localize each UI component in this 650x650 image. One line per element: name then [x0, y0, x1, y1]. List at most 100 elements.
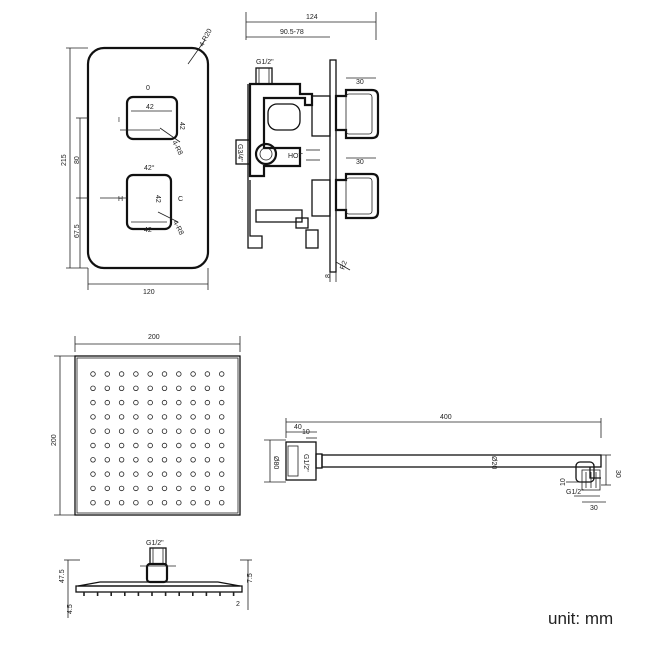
nozzle — [118, 385, 125, 391]
nozzle — [133, 414, 139, 420]
nozzle — [90, 399, 96, 406]
nozzle — [118, 457, 125, 463]
nozzle — [104, 371, 110, 377]
nozzle — [104, 385, 110, 391]
arm-thread-label: G1/2" — [302, 454, 309, 472]
flow-on-symbol: I — [118, 117, 120, 124]
nozzle — [133, 371, 139, 377]
nozzle — [190, 428, 196, 434]
nozzle — [104, 485, 110, 492]
flow-off-label: 0 — [146, 85, 150, 92]
nozzle — [176, 471, 182, 477]
angle-label: 42° — [144, 164, 155, 172]
nozzle — [161, 500, 168, 506]
nozzle — [104, 399, 110, 406]
nozzle — [147, 442, 153, 449]
nozzle — [204, 399, 211, 406]
lower-handle — [125, 173, 173, 231]
nozzle — [176, 414, 182, 420]
nozzle — [218, 399, 225, 406]
nozzle — [118, 442, 125, 449]
valve-height-label: 215 — [61, 154, 68, 166]
total-depth-label: 124 — [306, 14, 318, 21]
nozzle — [218, 414, 225, 420]
valve-faceplate — [86, 46, 210, 270]
showerhead-side-view: G1/2" 47.5 4.5 7.5 2 — [59, 540, 254, 618]
nozzle — [133, 471, 139, 477]
nozzle — [133, 428, 139, 434]
nozzle — [90, 371, 96, 377]
cold-side-label: C — [178, 196, 183, 203]
tube-dia-label: Ø20 — [490, 456, 497, 469]
nozzle — [104, 414, 110, 420]
depth-range-label: 90.5-78 — [280, 29, 304, 36]
nozzle — [176, 399, 182, 406]
nozzle — [190, 500, 196, 506]
nozzle — [218, 485, 225, 492]
lower-offset-label: 67.5 — [74, 224, 81, 238]
valve-width-label: 120 — [143, 289, 155, 296]
valve-side-view: 124 90.5-78 G1/2" G3/4" HOT 8 R2 — [235, 12, 380, 282]
hot-port-label: HOT — [288, 153, 304, 160]
nozzle — [161, 371, 168, 377]
upper-handle-depth: 30 — [356, 79, 364, 86]
nozzle — [190, 399, 196, 406]
nozzle — [161, 457, 168, 463]
upper-handle — [125, 95, 179, 141]
end-height-label: 30 — [614, 470, 621, 478]
nozzle — [204, 428, 211, 434]
nozzle — [133, 457, 139, 463]
nozzle — [218, 457, 225, 463]
nozzle — [90, 414, 96, 420]
nozzle — [161, 428, 168, 434]
arm-tube — [321, 454, 602, 468]
nozzle — [190, 485, 196, 492]
nozzle — [161, 414, 168, 420]
end-width-label: 30 — [590, 505, 598, 512]
radius-label: 4-R20 — [199, 28, 214, 48]
nozzle — [161, 385, 168, 391]
nozzle — [133, 399, 139, 406]
nozzle — [190, 414, 196, 420]
nozzle — [190, 385, 196, 391]
nozzle — [147, 414, 153, 420]
nozzle — [176, 500, 182, 506]
nozzle — [204, 371, 211, 377]
handle-spacing-label: 80 — [74, 156, 81, 164]
nozzle — [176, 485, 182, 492]
nozzle — [147, 371, 153, 377]
nozzle — [147, 485, 153, 492]
nozzle — [147, 428, 153, 434]
nozzle — [218, 428, 225, 434]
nozzle — [204, 414, 211, 420]
nozzle — [133, 485, 139, 492]
side-top-label: 7.5 — [247, 573, 254, 583]
nozzle — [176, 385, 182, 391]
nozzle — [218, 442, 225, 449]
lower-handle-height: 42 — [154, 195, 161, 203]
nozzle — [204, 385, 211, 391]
showerhead-height-label: 200 — [51, 434, 58, 446]
nozzle — [147, 471, 153, 477]
nozzle — [176, 371, 182, 377]
nozzle — [176, 428, 182, 434]
lower-handle-width: 42 — [144, 227, 152, 234]
nozzle — [190, 471, 196, 477]
side-plate-label: 2 — [236, 601, 240, 608]
nozzle — [161, 442, 168, 449]
nozzle — [118, 414, 125, 420]
upper-handle-width: 42 — [146, 104, 154, 111]
nozzle — [147, 500, 153, 506]
nozzle — [176, 457, 182, 463]
nozzle — [218, 371, 225, 377]
flange-neck-label: 10 — [302, 429, 310, 436]
flange-depth-label: 40 — [294, 424, 302, 431]
nozzle — [161, 485, 168, 492]
showerhead-thread-label: G1/2" — [146, 540, 164, 547]
nozzle — [147, 399, 153, 406]
wall-flange — [285, 441, 317, 481]
nozzle — [118, 399, 125, 406]
nozzle — [133, 500, 139, 506]
nozzle — [190, 457, 196, 463]
